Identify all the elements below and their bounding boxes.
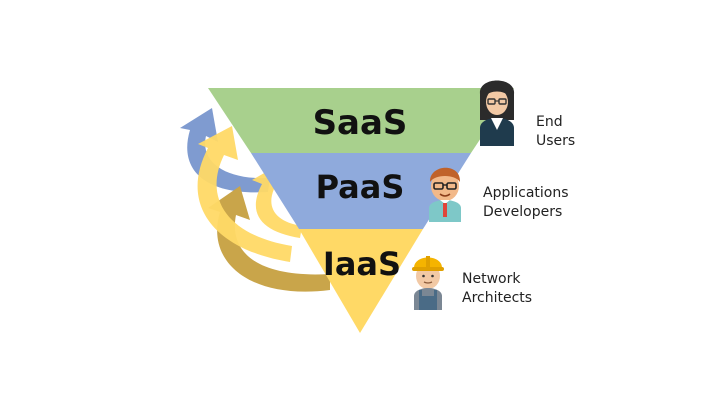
developer-avatar-icon bbox=[429, 167, 461, 222]
network-architects-label-line1: Network bbox=[462, 271, 521, 287]
app-developers-label-line1: Applications bbox=[483, 185, 569, 201]
app-developers-label-line2: Developers bbox=[483, 204, 562, 220]
paas-layer bbox=[251, 153, 471, 229]
gold-curved-arrow bbox=[208, 186, 330, 292]
yellow-small-arrow bbox=[252, 164, 302, 238]
end-users-label-line2: Users bbox=[536, 133, 575, 149]
saas-label: SaaS bbox=[313, 103, 408, 143]
yellow-curved-arrow bbox=[197, 126, 292, 262]
iaas-label: IaaS bbox=[323, 245, 401, 283]
layer-flow-arrows bbox=[180, 108, 330, 292]
paas-label: PaaS bbox=[316, 168, 405, 206]
businesswoman-avatar-icon bbox=[479, 80, 515, 146]
end-users-label-line1: End bbox=[536, 114, 563, 130]
construction-worker-avatar-icon bbox=[412, 256, 444, 310]
iaas-layer bbox=[299, 229, 423, 333]
saas-layer bbox=[208, 88, 514, 153]
inverted-pyramid bbox=[208, 88, 514, 333]
network-architects-label-line2: Architects bbox=[462, 290, 532, 306]
